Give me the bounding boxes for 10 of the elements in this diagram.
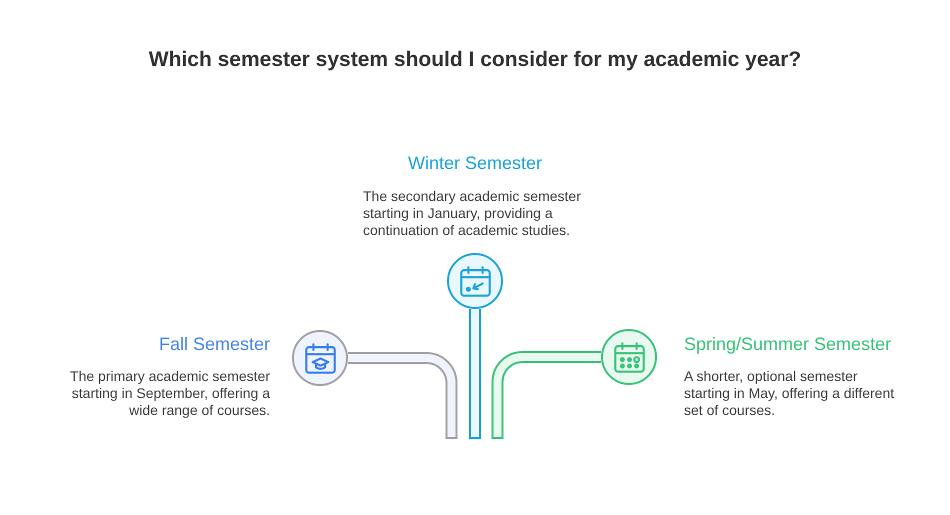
pipe-connector — [348, 352, 458, 439]
option-description: The primary academic semester starting in September, offering a wide range of courses. — [69, 368, 270, 418]
title: Which semester system should I consider for my academic year? — [148, 47, 802, 73]
option-description: The secondary academic semester starting in January, providing a continuation of academic studies. — [363, 188, 582, 238]
option-heading: Winter Semester — [408, 152, 542, 174]
pipe-connector — [492, 351, 601, 439]
option-description: A shorter, optional semester starting in May, offering a different set of courses. — [684, 368, 896, 418]
pipe-connector — [469, 309, 481, 439]
option-heading: Fall Semester — [158, 333, 270, 355]
option-heading: Spring/Summer Semester — [684, 333, 892, 355]
